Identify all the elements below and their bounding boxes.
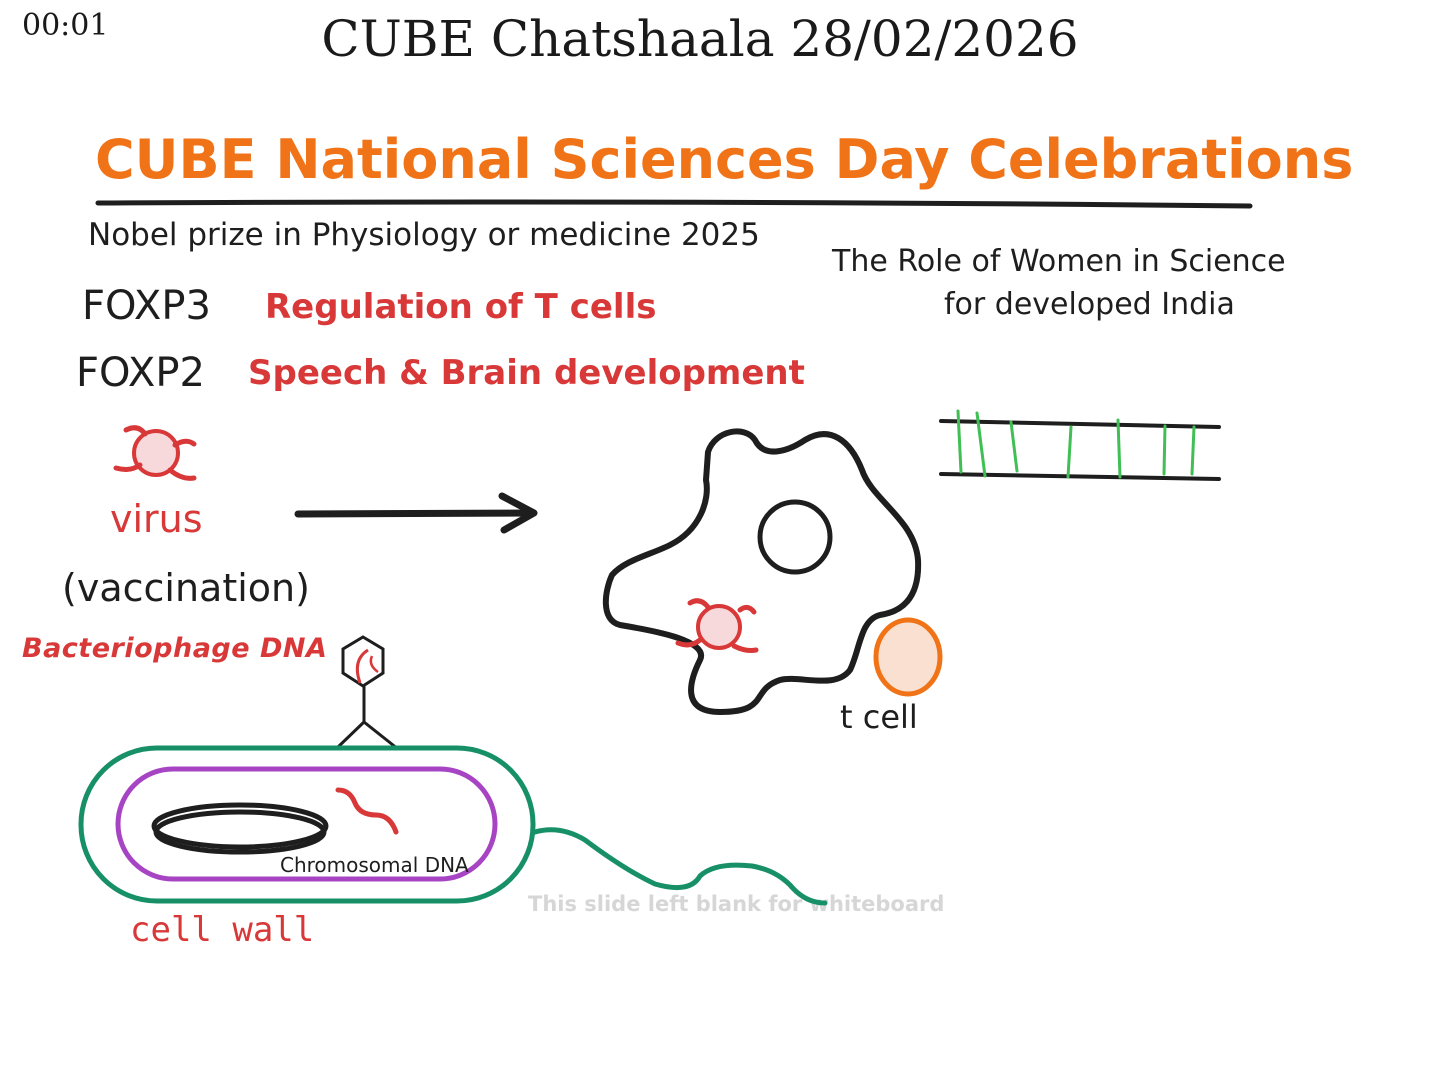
virus-icon	[113, 425, 197, 481]
engulfed-virus-icon	[675, 598, 759, 653]
bacteriophage-icon	[336, 635, 399, 751]
nobel-prize-line: Nobel prize in Physiology or medicine 20…	[88, 217, 760, 253]
heading-underline	[95, 199, 1253, 209]
cell-wall-label: cell wall	[130, 910, 315, 950]
dna-ladder-icon	[939, 409, 1221, 481]
bacteriophage-dna-label: Bacteriophage DNA	[22, 633, 328, 664]
bacterium-icon	[78, 745, 828, 906]
t-cell-label: t cell	[840, 698, 918, 736]
whiteboard-note: This slide left blank for whiteboard	[528, 892, 945, 916]
virus-label: virus	[110, 497, 203, 541]
vaccination-label: (vaccination)	[62, 566, 310, 610]
gene-foxp2-description: Speech & Brain development	[248, 353, 805, 393]
slide-heading: CUBE National Sciences Day Celebrations	[95, 128, 1354, 191]
chromosomal-dna-label: Chromosomal DNA	[280, 853, 469, 877]
timer: 00:01	[22, 8, 109, 43]
t-cell-icon	[873, 617, 943, 697]
gene-foxp3-description: Regulation of T cells	[265, 287, 657, 327]
page-title: CUBE Chatshaala 28/02/2026	[321, 10, 1079, 68]
women-in-science-line-2: for developed India	[944, 287, 1235, 322]
arrow-right-icon	[294, 492, 538, 534]
gene-foxp3-name: FOXP3	[82, 283, 211, 329]
women-in-science-line-1: The Role of Women in Science	[832, 244, 1286, 279]
gene-foxp2-name: FOXP2	[76, 350, 205, 396]
macrophage-cell	[602, 428, 922, 715]
